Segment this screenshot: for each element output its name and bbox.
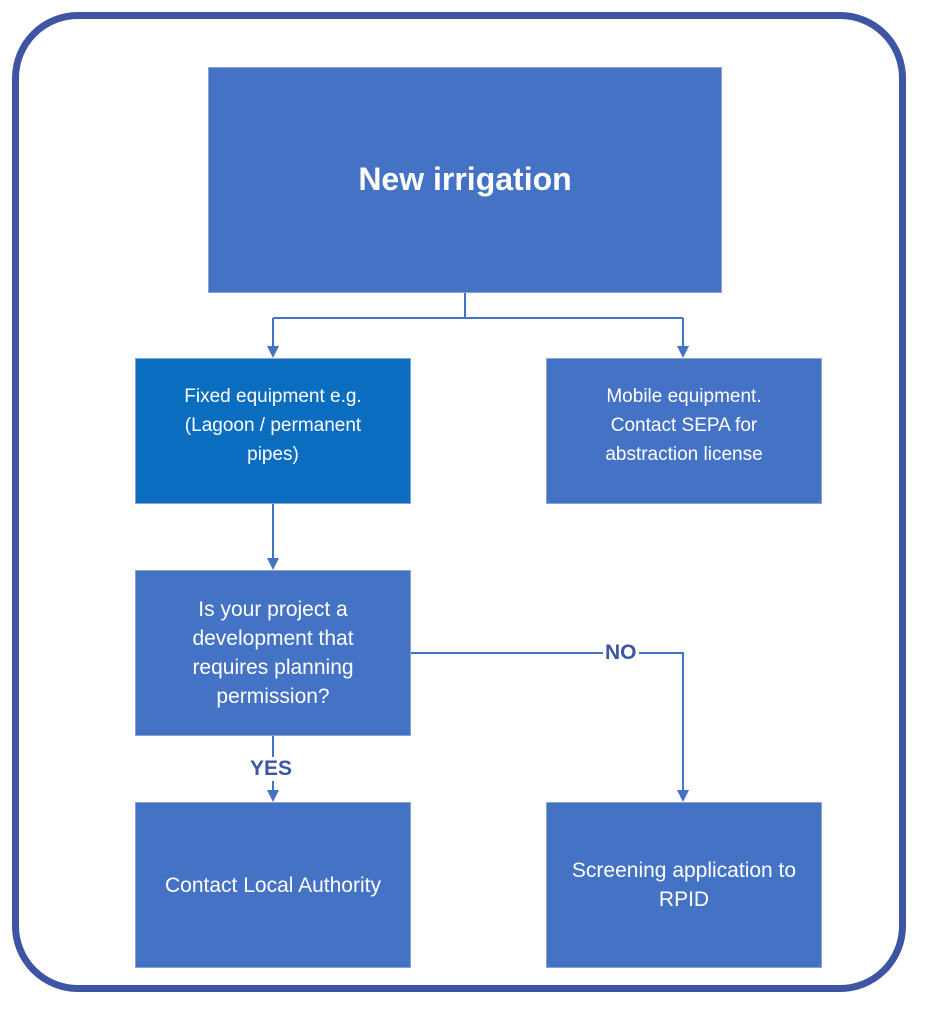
node-screening-application-text: Screening application to RPID <box>571 859 797 911</box>
node-contact-local-authority-text: Contact Local Authority <box>165 873 381 897</box>
node-contact-local-authority: Contact Local Authority <box>135 802 411 968</box>
arrowhead-mobile <box>677 346 689 358</box>
arrowhead-screening <box>677 790 689 802</box>
node-new-irrigation-text: New irrigation <box>358 160 572 197</box>
arrowhead-question <box>267 558 279 570</box>
arrowhead-fixed <box>267 346 279 358</box>
node-new-irrigation: New irrigation <box>208 67 722 293</box>
edge-label-no: NO <box>603 641 639 665</box>
connector-root-split <box>273 293 683 319</box>
node-screening-application: Screening application to RPID <box>546 802 822 968</box>
node-planning-question-text: Is your project a development that requi… <box>192 598 354 708</box>
node-fixed-equipment-text: Fixed equipment e.g. (Lagoon / permanent… <box>184 385 362 465</box>
node-fixed-equipment: Fixed equipment e.g. (Lagoon / permanent… <box>135 358 411 504</box>
node-mobile-equipment-text: Mobile equipment. Contact SEPA for abstr… <box>605 385 763 465</box>
connector-no <box>411 652 684 792</box>
node-mobile-equipment: Mobile equipment. Contact SEPA for abstr… <box>546 358 822 504</box>
edge-label-yes: YES <box>248 757 295 781</box>
arrowhead-local <box>267 790 279 802</box>
node-planning-question: Is your project a development that requi… <box>135 570 411 736</box>
